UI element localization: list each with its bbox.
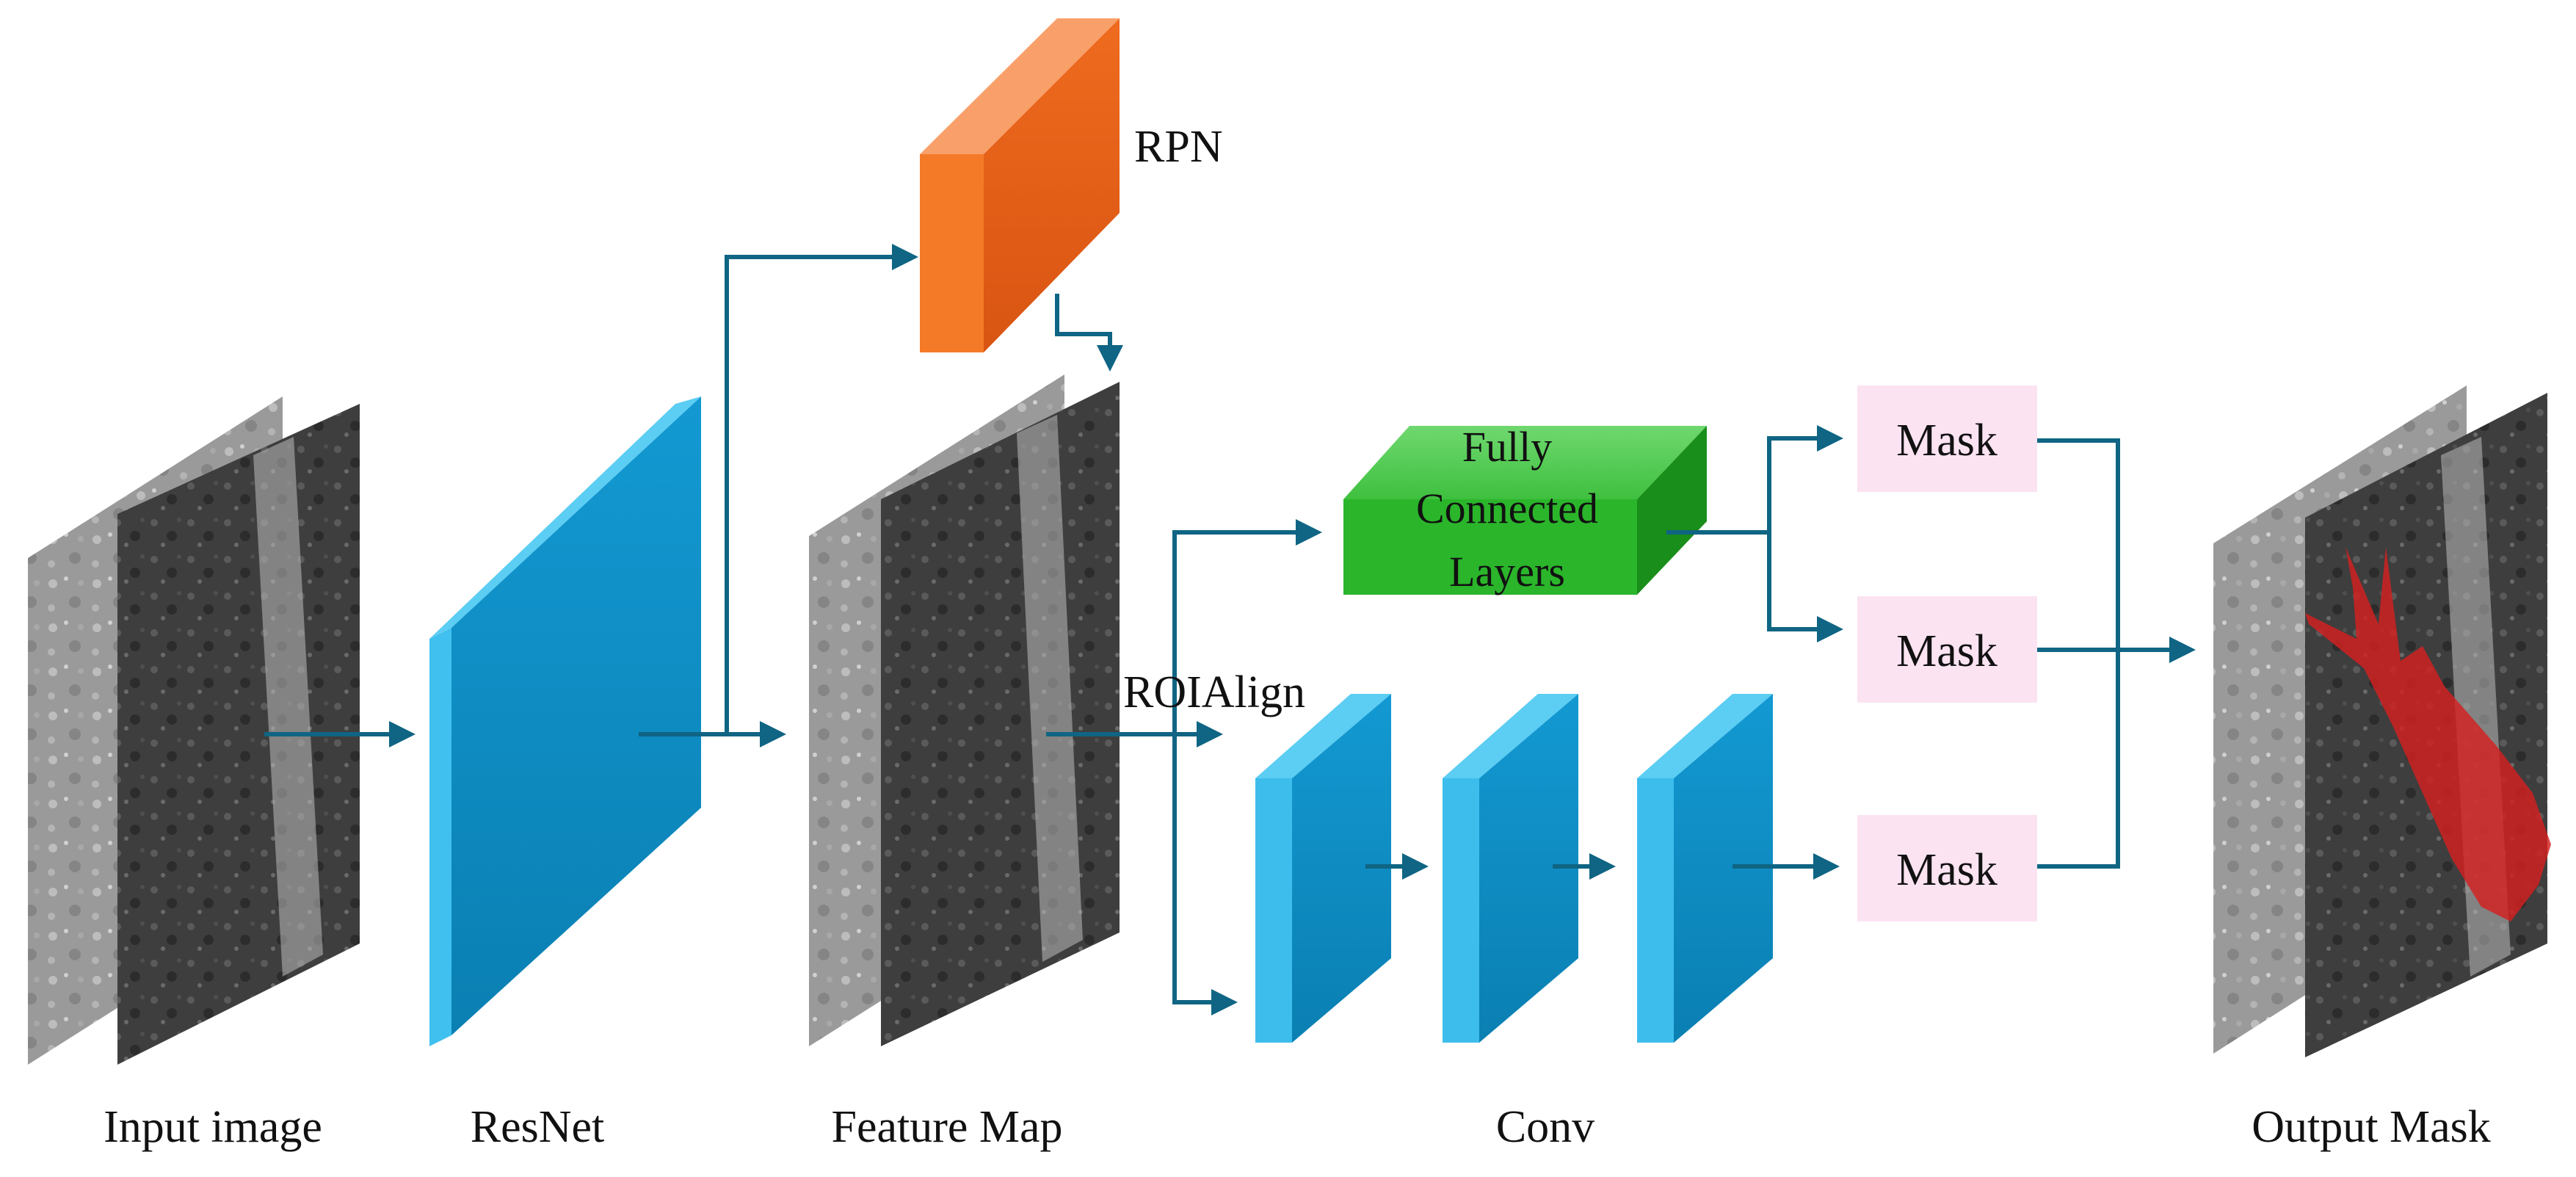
mask-box-bottom-label: Mask: [1896, 845, 1998, 895]
arrow-mask-top-merge: [2037, 438, 2120, 869]
fc-label-line2: Connected: [1416, 485, 1598, 532]
mask-box-middle: Mask: [1857, 596, 2037, 703]
fc-block: Fully Connected Layers: [1343, 423, 1707, 595]
input-image-bright-stripe: [253, 437, 323, 977]
fc-label-line1: Fully: [1462, 423, 1553, 471]
roialign-label: ROIAlign: [1123, 667, 1305, 717]
arrow-fc-to-mask-mid: [1767, 532, 1843, 642]
rpn-left-face: [920, 154, 984, 352]
conv-block-1-top-face: [1255, 694, 1391, 778]
mask-box-top-bg: [1857, 385, 2037, 492]
input-image-stack: [28, 396, 360, 1065]
mask-box-middle-bg: [1857, 596, 2037, 703]
fc-top-face: [1343, 426, 1707, 499]
fc-right-face: [1637, 426, 1707, 595]
conv-block-2-front-face: [1479, 694, 1578, 1043]
caption-conv: Conv: [1496, 1102, 1594, 1152]
fc-label-line3: Layers: [1449, 548, 1565, 595]
conv-block-1-left-face: [1255, 778, 1292, 1043]
conv-block-2-top-face: [1443, 694, 1578, 778]
arrow-roialign-to-conv: [1172, 734, 1238, 1015]
mask-box-top: Mask: [1857, 385, 2037, 492]
conv-block-1-front-face: [1292, 694, 1391, 1043]
feature-map-stack: [809, 374, 1120, 1046]
arrow-roialign-to-fc: [1172, 519, 1322, 734]
mask-box-middle-label: Mask: [1896, 626, 1998, 676]
resnet-block: [429, 396, 701, 1046]
segmentation-mask-overlay: [2305, 547, 2551, 921]
caption-resnet: ResNet: [471, 1102, 605, 1152]
caption-input-image: Input image: [104, 1102, 322, 1152]
mask-box-bottom: Mask: [1857, 815, 2037, 921]
caption-feature-map: Feature Map: [831, 1102, 1062, 1152]
caption-output-mask: Output Mask: [2252, 1102, 2491, 1152]
rpn-label: RPN: [1134, 122, 1223, 172]
resnet-top-face: [429, 396, 701, 639]
resnet-front-face: [451, 396, 701, 1035]
rpn-block: [920, 18, 1120, 352]
conv-block-3-front-face: [1674, 694, 1773, 1043]
conv-block-3: [1637, 694, 1773, 1043]
output-image-stack: [2213, 385, 2551, 1057]
rpn-front-face: [984, 18, 1120, 352]
conv-block-3-left-face: [1637, 778, 1674, 1043]
feature-map-bright-stripe: [1017, 415, 1083, 962]
mask-box-bottom-bg: [1857, 815, 2037, 921]
fc-front-face: [1343, 499, 1637, 595]
conv-block-3-top-face: [1637, 694, 1773, 778]
arrow-rpn-to-featuremap: [1055, 294, 1123, 372]
arrow-to-rpn: [725, 244, 918, 734]
rpn-top-face: [920, 18, 1120, 154]
arrow-fc-to-mask-top: [1767, 425, 1843, 532]
conv-block-2: [1443, 694, 1578, 1043]
flow-arrows: [264, 244, 2196, 1015]
resnet-left-face: [429, 628, 451, 1046]
mask-box-top-label: Mask: [1896, 416, 1998, 466]
conv-block-2-left-face: [1443, 778, 1479, 1043]
conv-block-1: [1255, 694, 1391, 1043]
